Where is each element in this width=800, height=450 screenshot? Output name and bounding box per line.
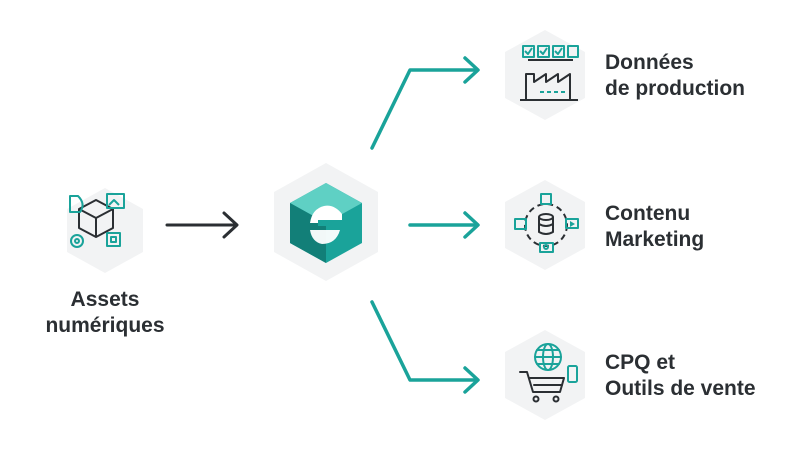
arrow-to-content (408, 211, 480, 239)
assets-label: Assets numériques (30, 287, 180, 339)
production-label-line1: Données (605, 51, 694, 74)
input-arrow (165, 211, 239, 239)
marketing-content-icon (514, 193, 579, 253)
cpq-hexagon (505, 330, 585, 420)
arrow-to-production (370, 56, 480, 150)
cpq-label-line2: Outils de vente (605, 377, 756, 400)
cpq-label-line1: CPQ et (605, 351, 676, 374)
factory-data-icon (520, 45, 579, 101)
assets-label-line1: Assets (70, 288, 140, 311)
assets-hexagon (67, 188, 143, 273)
sales-cart-icon (519, 343, 578, 403)
assets-label-line2: numériques (45, 314, 165, 337)
digital-assets-icon (69, 193, 125, 248)
hub-logo-icon (290, 183, 362, 263)
production-label: Données de production (605, 50, 745, 102)
production-label-line2: de production (605, 77, 745, 100)
cpq-label: CPQ et Outils de vente (605, 350, 756, 402)
content-label-line1: Contenu (605, 202, 691, 225)
content-label-line2: Marketing (605, 228, 705, 251)
arrow-to-cpq (370, 300, 480, 394)
content-label: Contenu Marketing (605, 201, 704, 253)
